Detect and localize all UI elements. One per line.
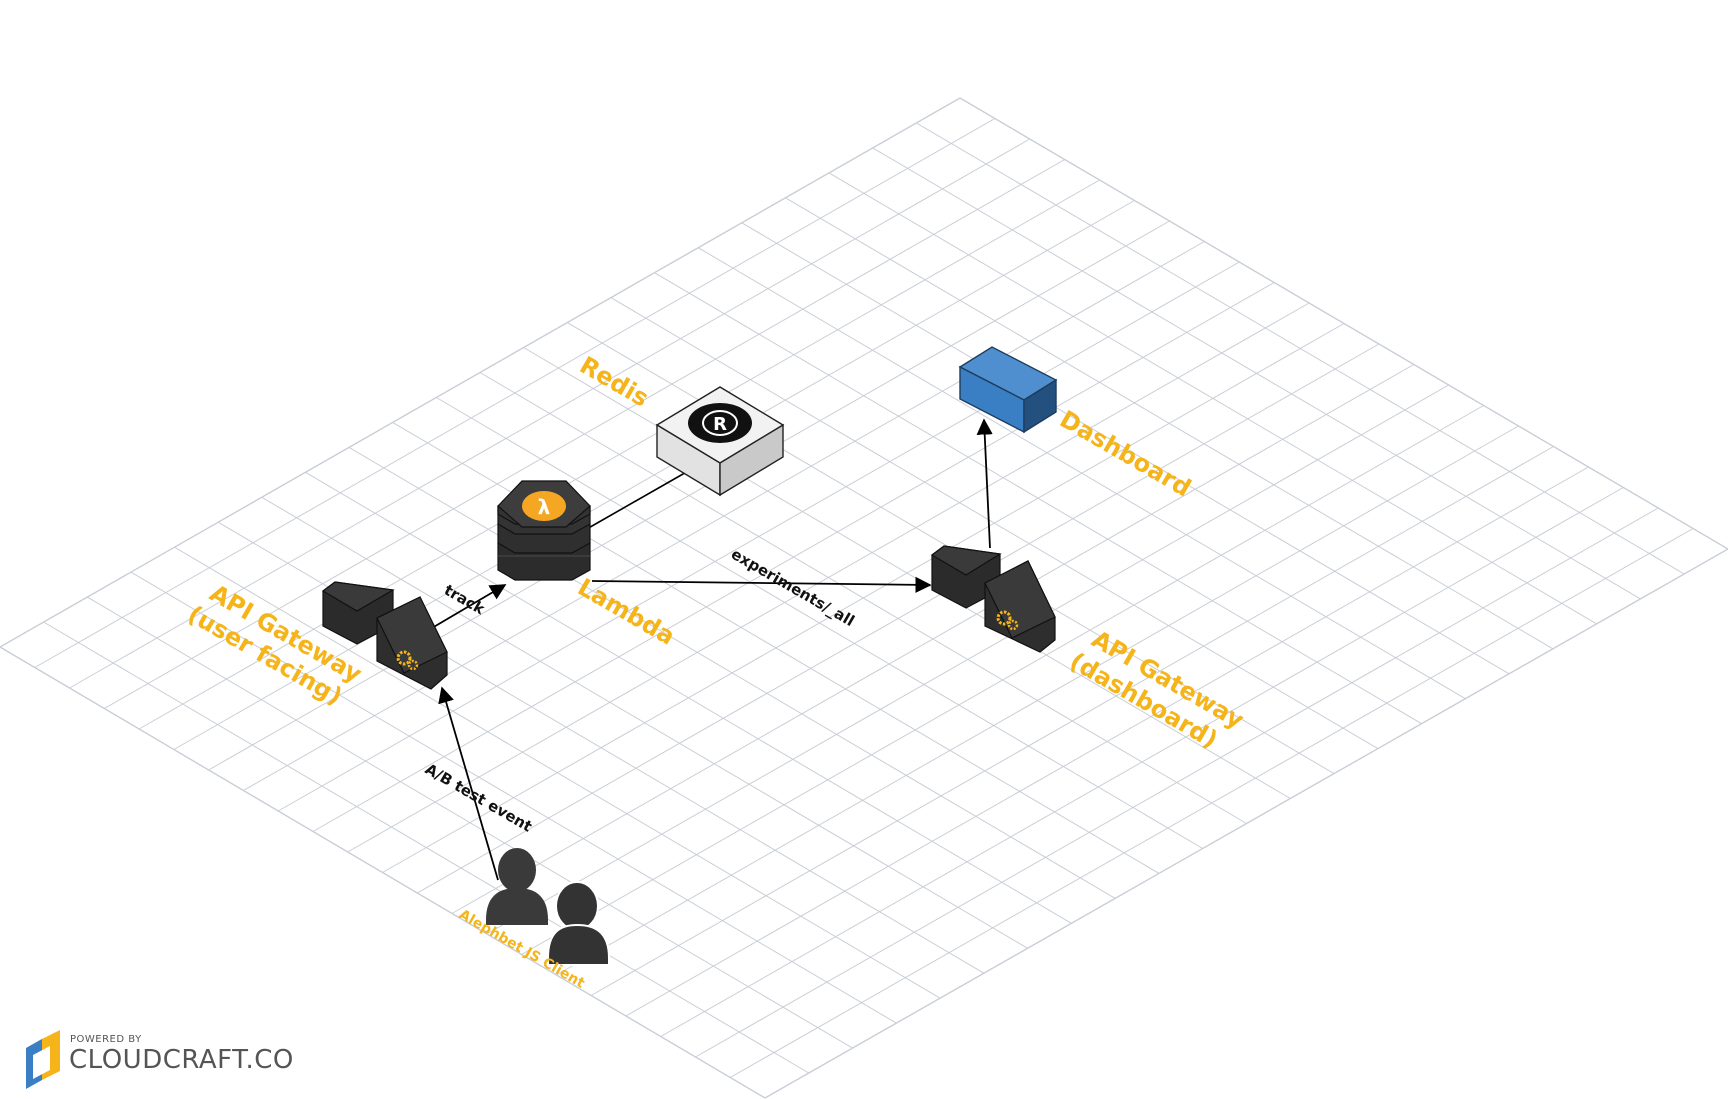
- dashboard-label: Dashboard: [1055, 405, 1196, 502]
- connector-api-dash-dashboard[interactable]: [976, 418, 993, 549]
- gears-icon: [396, 650, 419, 671]
- grid-line: [486, 384, 1449, 935]
- redis-logo-icon: R: [688, 403, 752, 443]
- gears-icon: [996, 610, 1019, 631]
- connector-client-api-user[interactable]: [438, 686, 499, 881]
- grid-line: [625, 466, 1589, 1017]
- grid-line: [479, 372, 1247, 824]
- connector-api-user-lambda[interactable]: [431, 584, 507, 629]
- grid-line: [417, 343, 1380, 894]
- grid-line: [764, 548, 1728, 1099]
- edge-label-track: track: [441, 581, 489, 619]
- lambda-icon: λ: [522, 491, 566, 521]
- api-gateway-dashboard-node[interactable]: [930, 545, 1056, 653]
- svg-text:λ: λ: [538, 495, 551, 519]
- grid-line: [0, 646, 766, 1099]
- grid-line: [305, 471, 1072, 924]
- grid-line: [130, 571, 897, 1024]
- cloudcraft-logo-icon: [26, 1030, 60, 1089]
- lambda-node[interactable]: λ: [497, 480, 591, 581]
- grid-line: [436, 397, 1203, 849]
- grid-line: [729, 528, 1694, 1078]
- redis-node[interactable]: R: [655, 386, 785, 497]
- grid-line: [261, 496, 1028, 949]
- grid-line: [695, 507, 1659, 1058]
- svg-text:R: R: [713, 414, 727, 435]
- redis-label: Redis: [575, 351, 653, 412]
- grid-line: [174, 546, 941, 999]
- connectors: [431, 418, 993, 881]
- connector-lambda-redis: [584, 469, 691, 531]
- grid-line: [43, 621, 810, 1074]
- edge-label-ab-test-event: A/B test event: [422, 760, 535, 836]
- isometric-grid: [0, 97, 1728, 1099]
- connector-lambda-api-dash[interactable]: [591, 576, 932, 593]
- grid-line: [87, 596, 853, 1049]
- grid-line: [451, 364, 1415, 914]
- grid-line: [348, 446, 1116, 899]
- grid-line: [556, 425, 1519, 976]
- users-icon: [486, 848, 610, 966]
- cloudcraft-logo[interactable]: POWERED BY CLOUDCRAFT.CO: [26, 1030, 294, 1089]
- dashboard-node[interactable]: [958, 346, 1058, 434]
- grid-line: [660, 487, 1624, 1037]
- grid-line: [590, 446, 1554, 996]
- powered-by-text: POWERED BY: [70, 1034, 142, 1045]
- grid-line: [521, 405, 1484, 955]
- api-gateway-user-node[interactable]: [321, 581, 448, 690]
- cloudcraft-name: CLOUDCRAFT.CO: [69, 1045, 294, 1075]
- client-users-node[interactable]: [486, 848, 610, 966]
